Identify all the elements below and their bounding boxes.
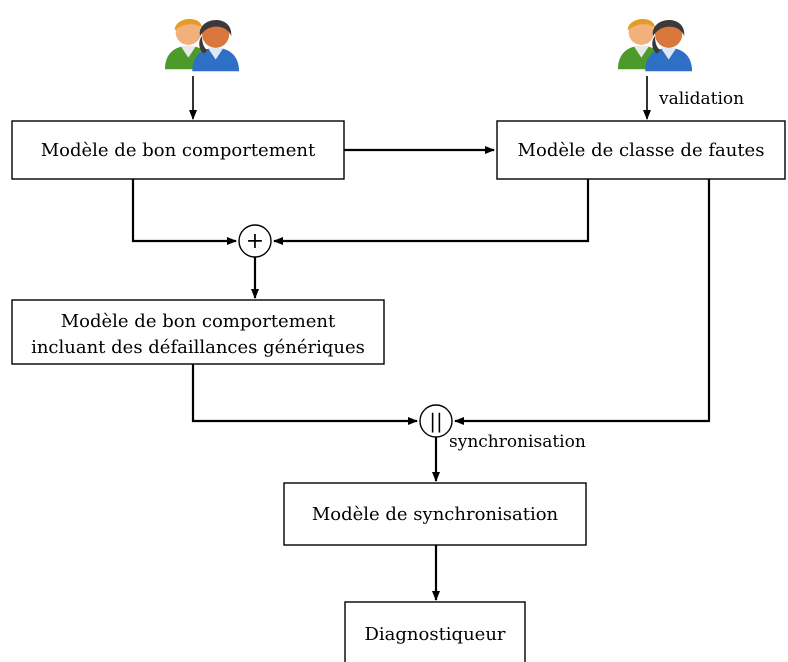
plus-symbol: +: [246, 229, 264, 254]
synchronisation-model-box: [283, 482, 587, 546]
synchronisation-model-label: Modèle de synchronisation: [312, 504, 559, 525]
fault-to-plus-wire: [273, 179, 590, 245]
fault-class-label: Modèle de classe de fautes: [518, 140, 765, 161]
synchronisation-label: synchronisation: [449, 432, 586, 452]
parallel-symbol: ||: [429, 409, 442, 434]
users-icon: [164, 19, 240, 72]
diagnoser-label: Diagnostiqueur: [364, 624, 505, 645]
good-behavior-label: Modèle de bon comportement: [41, 140, 316, 161]
combined-model-line1: Modèle de bon comportement: [61, 311, 336, 332]
good-behavior-box: [11, 120, 345, 180]
combined-to-parallel-wire: [191, 364, 418, 425]
combined-model-line2: incluant des défaillances génériques: [31, 337, 365, 358]
good-to-plus-wire: [131, 179, 237, 245]
diagnoser-box: [344, 601, 526, 662]
validation-label: validation: [658, 89, 744, 109]
users-icon: [617, 19, 693, 72]
fault-class-box: [496, 120, 786, 180]
combined-model-box: [11, 299, 385, 365]
fault-to-parallel-wire: [454, 179, 711, 425]
